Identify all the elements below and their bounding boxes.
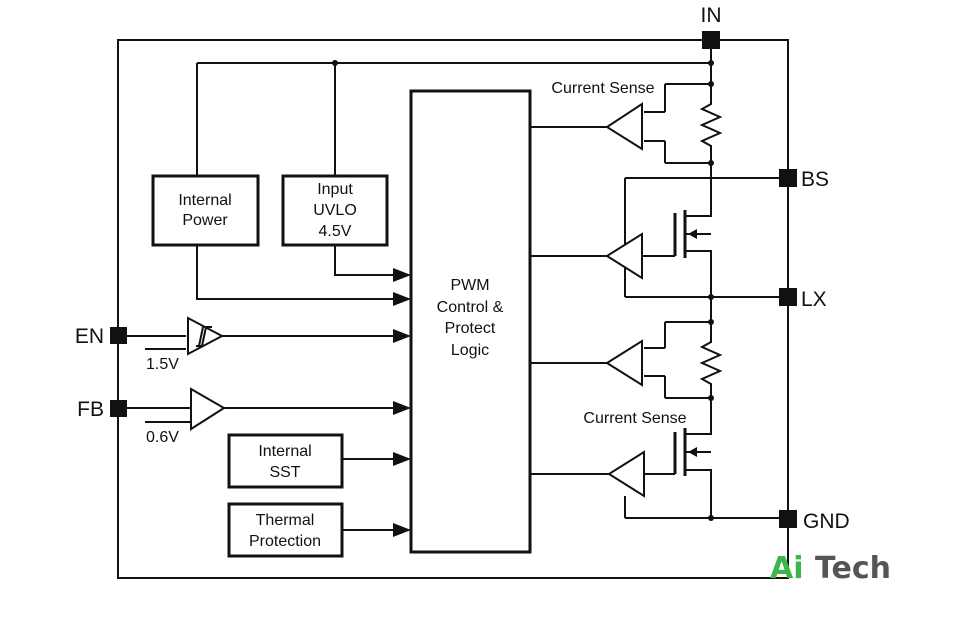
current-sense-bottom-label: Current Sense bbox=[583, 410, 686, 427]
power-arrow bbox=[393, 292, 411, 306]
uvlo-line3: 4.5V bbox=[319, 223, 352, 240]
watermark-ai: Ai bbox=[770, 551, 804, 586]
en-reference-label: 1.5V bbox=[146, 356, 179, 373]
thermal-line2: Protection bbox=[249, 533, 321, 550]
gnd-pin-label: GND bbox=[803, 510, 850, 533]
en-pin bbox=[110, 327, 127, 344]
chip-outline bbox=[117, 39, 789, 579]
sst-arrow bbox=[393, 452, 411, 466]
en-arrow bbox=[393, 329, 411, 343]
fb-amplifier bbox=[190, 387, 226, 431]
in-pin-label: IN bbox=[701, 4, 722, 27]
current-sense-top-amp bbox=[605, 102, 643, 151]
lx-pin-label: LX bbox=[801, 288, 827, 311]
thermal-protection-block: Thermal Protection bbox=[227, 502, 344, 558]
en-pin-label: EN bbox=[75, 325, 104, 348]
uvlo-line2: UVLO bbox=[313, 202, 357, 219]
watermark-tech: Tech bbox=[815, 551, 891, 586]
low-side-driver bbox=[607, 450, 645, 498]
current-sense-bottom-amp bbox=[605, 339, 643, 387]
fb-arrow bbox=[393, 401, 411, 415]
fb-pin-label: FB bbox=[77, 398, 104, 421]
lx-pin bbox=[779, 288, 797, 306]
bs-pin-label: BS bbox=[801, 168, 829, 191]
sense-resistor-bottom bbox=[699, 322, 723, 430]
pwm-line3: Protect bbox=[445, 320, 496, 337]
internal-power-block: Internal Power bbox=[151, 174, 260, 247]
sense-resistor-top bbox=[699, 84, 723, 178]
current-sense-top-label: Current Sense bbox=[551, 80, 654, 97]
internal-sst-block: Internal SST bbox=[227, 433, 344, 489]
pwm-line2: Control & bbox=[437, 299, 504, 316]
fb-reference-label: 0.6V bbox=[146, 429, 179, 446]
uvlo-line1: Input bbox=[317, 181, 353, 198]
pwm-line1: PWM bbox=[450, 277, 489, 294]
gnd-pin bbox=[779, 510, 797, 528]
pwm-line4: Logic bbox=[451, 342, 489, 359]
in-pin bbox=[702, 31, 720, 49]
sst-line1: Internal bbox=[258, 443, 311, 460]
bs-pin bbox=[779, 169, 797, 187]
thermal-arrow bbox=[393, 523, 411, 537]
internal-power-line1: Internal bbox=[178, 192, 231, 209]
internal-power-line2: Power bbox=[182, 212, 228, 229]
fb-pin bbox=[110, 400, 127, 417]
aitech-watermark-logo: Ai Tech bbox=[770, 551, 891, 586]
sst-line2: SST bbox=[269, 464, 300, 481]
input-uvlo-block: Input UVLO 4.5V bbox=[281, 174, 389, 247]
uvlo-arrow bbox=[393, 268, 411, 282]
pwm-control-block: PWM Control & Protect Logic bbox=[409, 89, 532, 554]
thermal-line1: Thermal bbox=[256, 512, 315, 529]
